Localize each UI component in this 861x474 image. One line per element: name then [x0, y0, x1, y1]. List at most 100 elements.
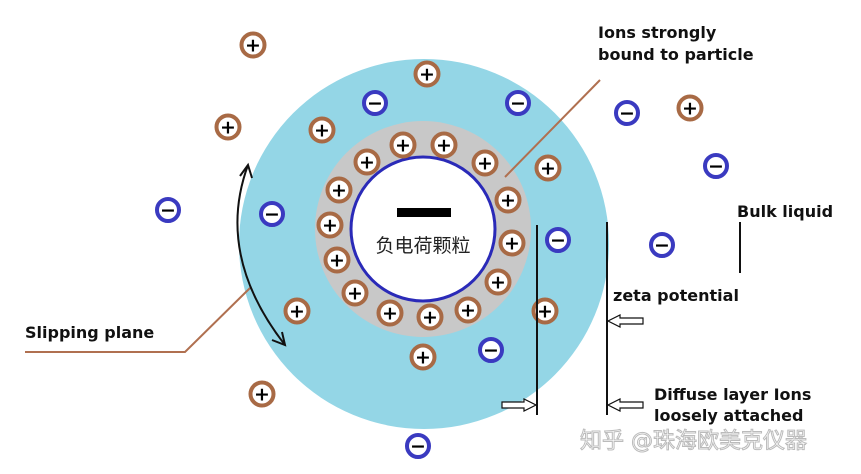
slipping-plane-arc-arrow: [236, 164, 286, 346]
positive-ion: +: [341, 279, 369, 307]
positive-ion: +: [494, 186, 522, 214]
ion-ring: [676, 94, 704, 122]
ion-ring: [362, 90, 388, 116]
minus-sign-icon: −: [410, 436, 426, 458]
ion-ring: [409, 343, 437, 371]
ion-ring: [498, 229, 526, 257]
ion-ring: [341, 279, 369, 307]
negative-ion: −: [155, 197, 181, 223]
arrow-right-icon: [501, 398, 538, 412]
negative-ion: −: [259, 201, 285, 227]
negative-ion: −: [649, 232, 675, 258]
ion-ring: [430, 131, 458, 159]
positive-ion: +: [531, 297, 559, 325]
particle-label: 负电荷颗粒: [375, 235, 470, 257]
ion-ring: [484, 268, 512, 296]
positive-ion: +: [376, 299, 404, 327]
arc-arrowhead-top-icon: [239, 162, 253, 179]
arrow-left-icon: [606, 314, 644, 328]
positive-ion: +: [248, 380, 276, 408]
minus-sign-icon: −: [160, 200, 176, 222]
plus-sign-icon: +: [254, 384, 270, 406]
ion-ring: [248, 380, 276, 408]
ion-ring: [239, 31, 267, 59]
minus-sign-icon: −: [619, 103, 635, 125]
negative-ion: −: [614, 100, 640, 126]
positive-ion: +: [413, 60, 441, 88]
slipping-plane-leader-line: [25, 287, 251, 353]
arc-arrowhead-bottom-icon: [271, 331, 287, 347]
plus-sign-icon: +: [289, 301, 305, 323]
positive-ion: +: [471, 149, 499, 177]
ion-ring: [471, 149, 499, 177]
plus-sign-icon: +: [347, 283, 363, 305]
plus-sign-icon: +: [359, 152, 375, 174]
minus-sign-icon: −: [264, 204, 280, 226]
ion-ring: [413, 60, 441, 88]
minus-sign-icon: −: [654, 235, 670, 257]
negative-ion: −: [478, 337, 504, 363]
zeta-potential-label: zeta potential: [613, 286, 739, 305]
plus-sign-icon: +: [477, 153, 493, 175]
minus-sign-icon: −: [483, 340, 499, 362]
plus-sign-icon: +: [329, 250, 345, 272]
positive-ion: +: [409, 343, 437, 371]
plus-sign-icon: +: [504, 233, 520, 255]
positive-ion: +: [676, 94, 704, 122]
plus-sign-icon: +: [331, 180, 347, 202]
plus-sign-icon: +: [540, 158, 556, 180]
positive-ion: +: [389, 131, 417, 159]
plus-sign-icon: +: [682, 98, 698, 120]
ion-ring: [259, 201, 285, 227]
ion-ring: [214, 113, 242, 141]
diffuse-layer-label-line1: Diffuse layer Ions: [654, 385, 811, 404]
plus-sign-icon: +: [500, 190, 516, 212]
positive-ion: +: [283, 297, 311, 325]
minus-sign-icon: −: [550, 230, 566, 252]
negative-particle: [349, 155, 497, 303]
plus-sign-icon: +: [245, 35, 261, 57]
ion-ring: [703, 153, 729, 179]
ion-ring: [389, 131, 417, 159]
plus-sign-icon: +: [490, 272, 506, 294]
ion-ring: [316, 211, 344, 239]
ion-ring: [323, 246, 351, 274]
positive-ion: +: [498, 229, 526, 257]
positive-ion: +: [316, 211, 344, 239]
slipping-plane-label: Slipping plane: [25, 323, 154, 342]
plus-sign-icon: +: [220, 117, 236, 139]
ion-ring: [155, 197, 181, 223]
negative-ion: −: [703, 153, 729, 179]
ion-ring: [405, 433, 431, 459]
plus-sign-icon: +: [422, 307, 438, 329]
plus-sign-icon: +: [395, 135, 411, 157]
positive-ion: +: [325, 176, 353, 204]
particle-negative-sign: [397, 208, 451, 217]
positive-ion: +: [484, 268, 512, 296]
ion-ring: [649, 232, 675, 258]
positive-ion: +: [353, 148, 381, 176]
plus-sign-icon: +: [460, 300, 476, 322]
negative-ion: −: [405, 433, 431, 459]
plus-sign-icon: +: [415, 347, 431, 369]
ion-ring: [283, 297, 311, 325]
ion-ring: [376, 299, 404, 327]
plus-sign-icon: +: [382, 303, 398, 325]
plus-sign-icon: +: [537, 301, 553, 323]
bulk-liquid-label: Bulk liquid: [737, 202, 833, 221]
positive-ion: +: [454, 296, 482, 324]
ion-ring: [454, 296, 482, 324]
ion-ring: [531, 297, 559, 325]
ion-ring: [614, 100, 640, 126]
ion-ring: [325, 176, 353, 204]
negative-ion: −: [545, 227, 571, 253]
ions-group: ++++++++++++++++++++++++−−−−−−−−−−: [155, 31, 729, 459]
plus-sign-icon: +: [419, 64, 435, 86]
diffuse-layer-label-line2: loosely attached: [654, 406, 803, 425]
plus-sign-icon: +: [322, 215, 338, 237]
positive-ion: +: [430, 131, 458, 159]
ion-ring: [308, 116, 336, 144]
ions-bound-label-line1: Ions strongly: [598, 23, 717, 42]
ion-ring: [534, 154, 562, 182]
